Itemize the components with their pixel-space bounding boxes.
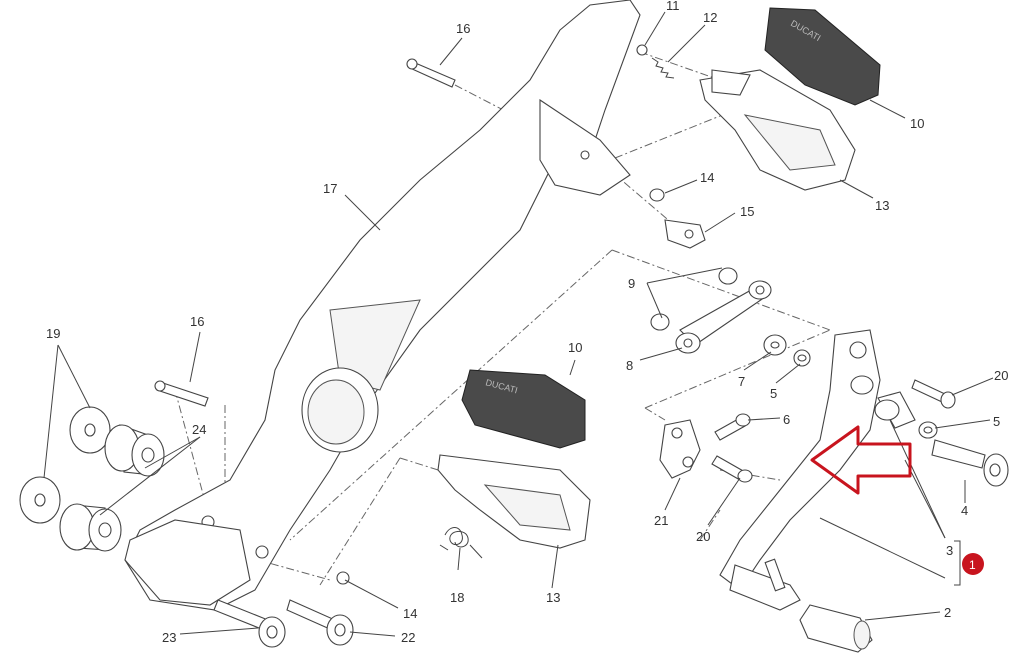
callout-8: 8 [626,358,633,373]
callout-14-lower: 14 [403,606,417,621]
bolt-23 [213,599,286,648]
pin-16-upper [406,58,456,88]
bolt-20-lower [711,455,753,483]
callout-21: 21 [654,513,668,528]
callout-7: 7 [738,374,745,389]
nut-14-lower [336,571,350,585]
pivot-bolt [931,439,1009,487]
bushing-24-lower [59,503,122,552]
lower-footpeg-rubber: DUCATI [461,369,586,449]
linkage-rod [675,280,772,354]
callout-20-lower: 20 [696,529,710,544]
washer-5-left [793,349,811,367]
washer-19-lower [19,476,61,524]
callout-10-lower: 10 [568,340,582,355]
lever-bushing [874,391,916,429]
callout-22: 22 [401,630,415,645]
leader-lines [43,11,994,637]
lower-footpeg [437,454,591,549]
callout-1-bracket [954,540,961,586]
callout-18: 18 [450,590,464,605]
callout-1-badge: 1 [962,553,984,575]
callout-16-lower: 16 [190,314,204,329]
callout-1: 1 [969,558,976,572]
callout-12: 12 [703,10,717,25]
callout-11: 11 [666,0,680,13]
return-spring [439,527,483,559]
callout-24: 24 [192,422,206,437]
bushing-24-upper [104,424,165,477]
detent-ball-11 [636,44,648,56]
nut-14-upper [649,188,665,202]
callout-labels: 11 12 10 13 14 15 16 17 9 8 7 5 6 10 20 … [46,0,1008,645]
callout-2: 2 [944,605,951,620]
callout-5-right: 5 [993,414,1000,429]
callout-3: 3 [946,543,953,558]
assembly-lines [174,51,831,586]
callout-13-upper: 13 [875,198,889,213]
washer-19-upper [69,406,111,454]
washer-7 [763,334,787,356]
callout-23: 23 [162,630,176,645]
callout-15: 15 [740,204,754,219]
bolt-6 [714,413,751,441]
callout-17: 17 [323,181,337,196]
callout-13-lower: 13 [546,590,560,605]
highlight-arrow [810,425,912,495]
callout-5-left: 5 [770,386,777,401]
callout-6: 6 [783,412,790,427]
detent-spring-12 [651,57,675,79]
callout-14-upper: 14 [700,170,714,185]
nut-9 [650,267,738,331]
upper-footpeg [699,69,856,191]
bolt-22 [286,599,354,646]
pin-16-lower [154,380,209,407]
callout-16-upper: 16 [456,21,470,36]
washer-5-right [918,421,938,439]
callout-20-upper: 20 [994,368,1008,383]
callout-19: 19 [46,326,60,341]
callout-9: 9 [628,276,635,291]
upper-footpeg-rubber: DUCATI [764,7,881,106]
linkage-bracket [659,419,701,479]
footpeg-bracket [124,0,641,611]
lever-peg-rubber [799,604,873,653]
clamp-15 [664,219,706,249]
callout-10-upper: 10 [910,116,924,131]
bolt-20-upper [911,379,956,409]
shift-lever [719,329,881,611]
callout-4: 4 [961,503,968,518]
